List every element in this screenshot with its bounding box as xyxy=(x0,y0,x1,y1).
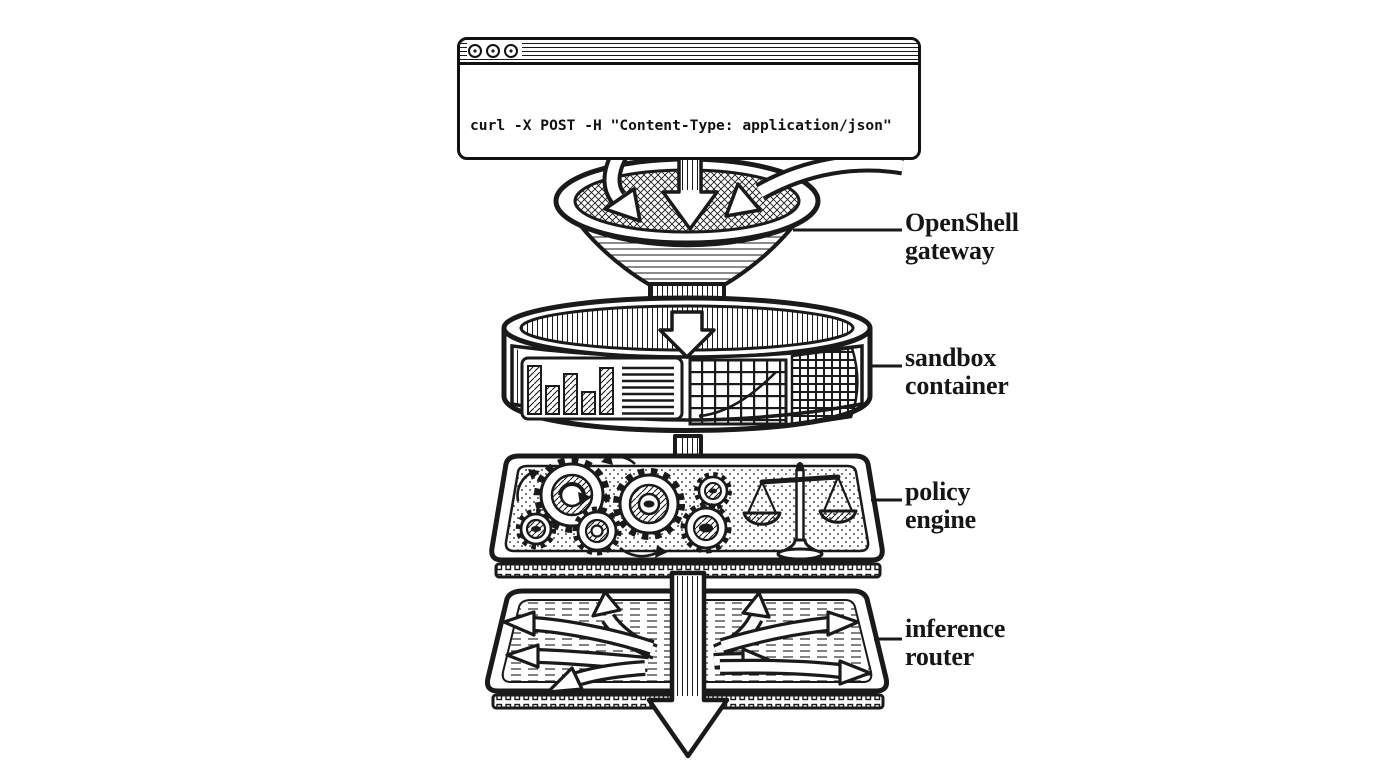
window-button-icon xyxy=(504,44,518,58)
window-buttons xyxy=(467,43,522,59)
stage-label-inference-router: inference router xyxy=(905,614,1006,671)
window-button-icon xyxy=(468,44,482,58)
down-arrow-icon xyxy=(646,570,730,759)
window-button-icon xyxy=(486,44,500,58)
terminal-line: curl -X POST -H "Content-Type: applicati… xyxy=(470,117,892,134)
policy-engine-icon xyxy=(489,453,885,579)
stage-label-openshell-gateway: OpenShell gateway xyxy=(905,208,1019,265)
balance-scale-icon xyxy=(742,462,858,561)
terminal-window: curl -X POST -H "Content-Type: applicati… xyxy=(457,37,921,160)
stage-label-sandbox-container: sandbox container xyxy=(905,343,1009,400)
label-connectors xyxy=(793,228,902,641)
terminal-body: curl -X POST -H "Content-Type: applicati… xyxy=(460,65,918,157)
rotation-arrow-icon xyxy=(516,453,668,558)
branching-arrows-icon xyxy=(485,588,889,710)
down-arrow-icon xyxy=(658,310,716,359)
terminal-titlebar xyxy=(460,40,918,65)
sandbox-drum-icon xyxy=(501,295,873,433)
grid-chart-icon xyxy=(688,358,788,426)
log-lines-icon xyxy=(622,366,674,415)
gears-icon xyxy=(515,453,732,558)
stage-label-policy-engine: policy engine xyxy=(905,477,977,534)
